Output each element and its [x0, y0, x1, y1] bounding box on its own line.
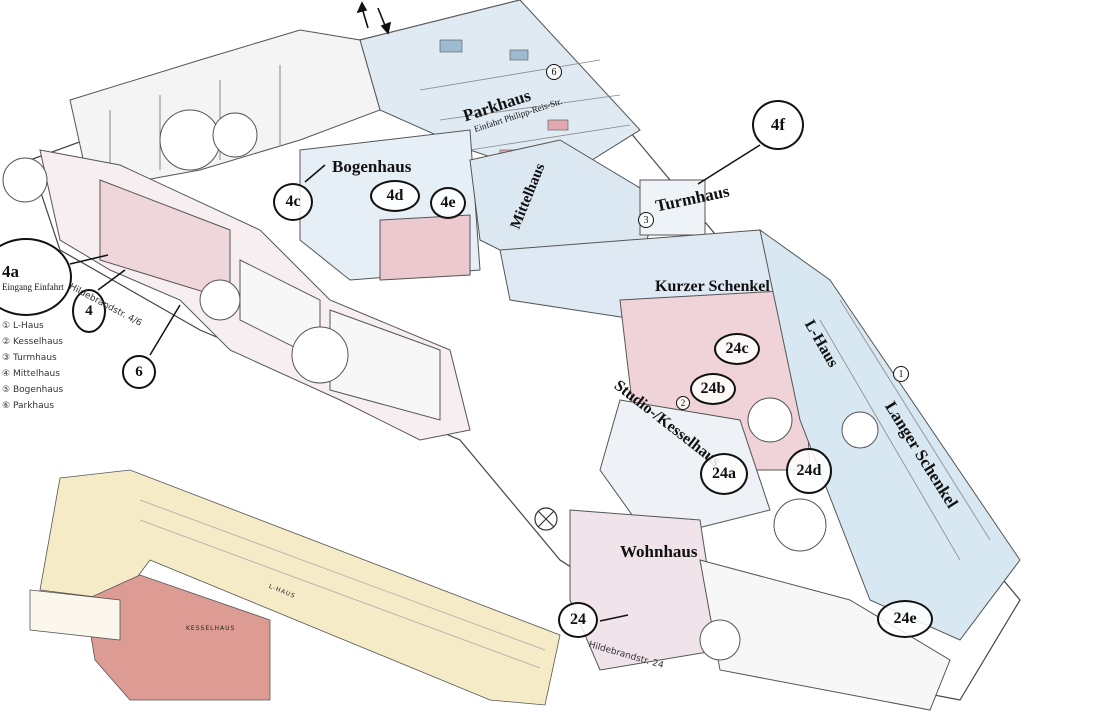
legend-item: ⑤ Bogenhaus — [2, 385, 64, 395]
marker-24c: 24c — [714, 333, 760, 365]
legend-item: ① L-Haus — [2, 321, 44, 331]
marker-6: 6 — [122, 355, 156, 389]
marker-24a: 24a — [700, 453, 748, 495]
legend-item: ② Kesselhaus — [2, 337, 63, 347]
building-legend: ① L-Haus ② Kesselhaus ③ Turmhaus ④ Mitte… — [2, 318, 63, 414]
bogenhaus-label: Bogenhaus — [332, 157, 412, 176]
plan-label-kesselhaus: KESSELHAUS — [186, 625, 236, 632]
site-number-3: 3 — [638, 212, 654, 228]
site-number-2: 2 — [676, 396, 690, 410]
marker-24: 24 — [558, 602, 598, 638]
compass-icon — [534, 507, 558, 531]
marker-24d: 24d — [786, 448, 832, 494]
marker-4c: 4c — [273, 183, 313, 221]
marker-4e: 4e — [430, 187, 466, 219]
l-haus-building — [499, 228, 1021, 641]
floor-plan-inset — [29, 469, 561, 706]
marker-4d: 4d — [370, 180, 420, 212]
marker-24e: 24e — [877, 600, 933, 638]
kurzer-schenkel-label: Kurzer Schenkel — [655, 278, 770, 295]
wohnhaus-label: Wohnhaus — [620, 542, 698, 561]
marker-4a-number: 4a — [2, 262, 19, 281]
marker-4a: 4a Eingang Einfahrt — [0, 238, 72, 316]
north-arrows-icon — [356, 1, 392, 35]
site-number-1: 1 — [893, 366, 909, 382]
central-buildings — [299, 129, 706, 281]
studio-kesselhaus-building — [599, 399, 771, 541]
legend-item: ⑥ Parkhaus — [2, 401, 55, 411]
marker-4: 4 — [72, 289, 106, 333]
trees — [2, 109, 879, 661]
pointer-arrows — [69, 144, 761, 622]
marker-4f: 4f — [752, 100, 804, 150]
marker-24b: 24b — [690, 373, 736, 405]
marker-4a-caption: Eingang Einfahrt — [2, 282, 64, 292]
legend-item: ③ Turmhaus — [2, 353, 57, 363]
legend-item: ④ Mittelhaus — [2, 369, 60, 379]
wohnhaus-building — [569, 509, 951, 711]
site-number-6: 6 — [546, 64, 562, 80]
